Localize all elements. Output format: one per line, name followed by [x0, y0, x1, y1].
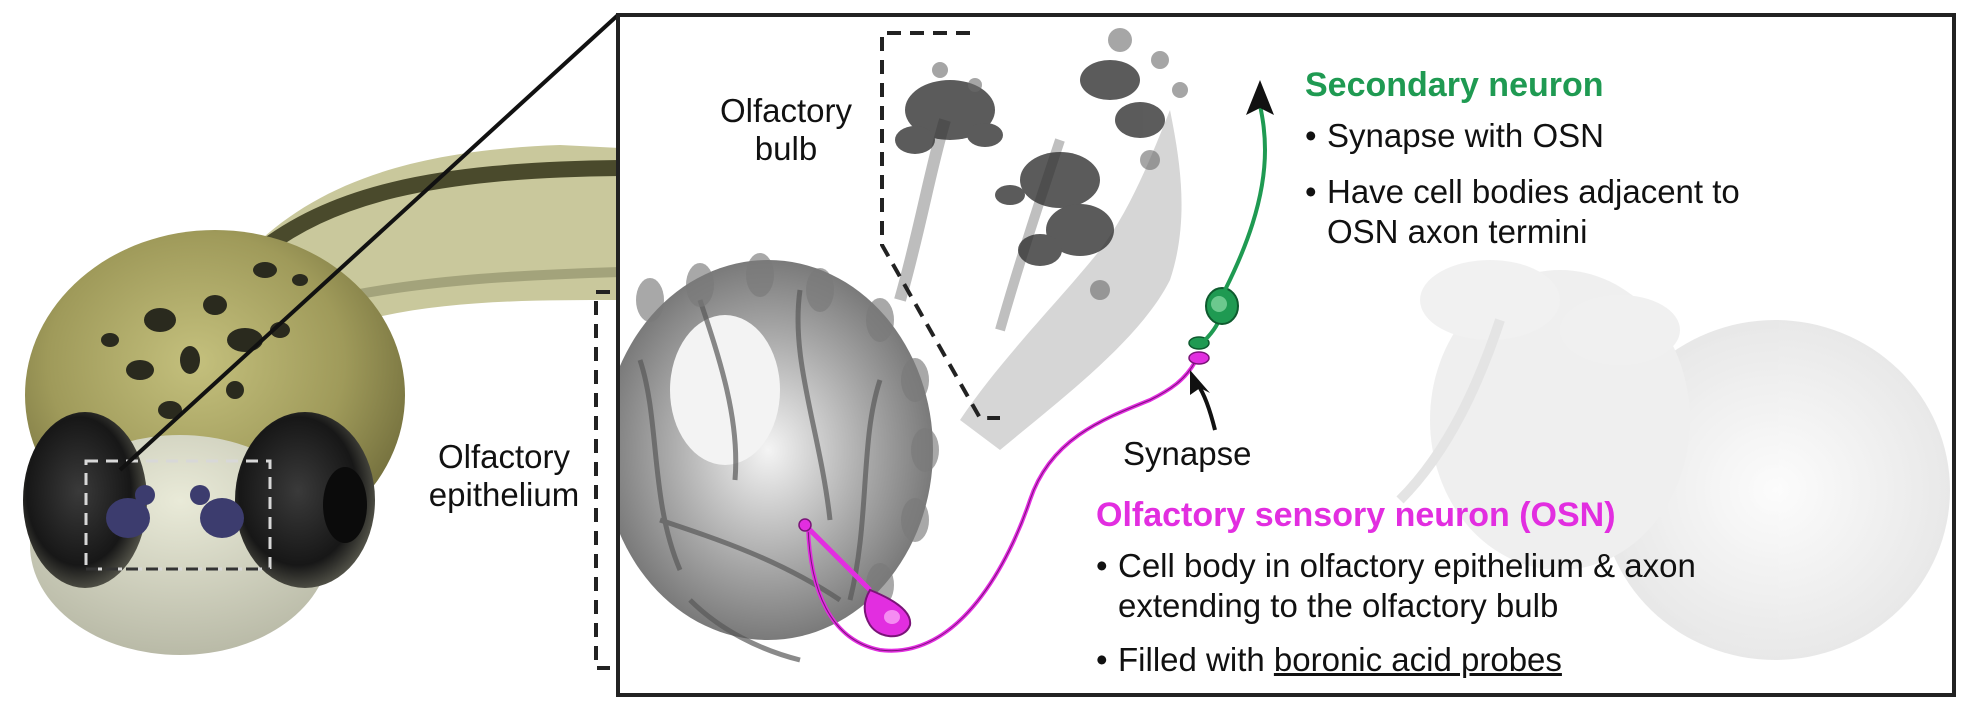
- osn-axon-terminal: [1188, 351, 1210, 365]
- synapse-arrow: [1190, 370, 1217, 431]
- secondary-neuron-bullet-1: •Synapse with OSN: [1305, 117, 1604, 154]
- secondary-neuron-title: Secondary neuron: [1305, 66, 1604, 104]
- osn-apical-process: [803, 523, 872, 592]
- faded-tissue: [1396, 260, 1950, 660]
- olfactory-bulb-label: Olfactory bulb: [719, 92, 853, 167]
- secondary-axon: [1223, 104, 1268, 291]
- secondary-axon-arrowhead: [1246, 80, 1274, 115]
- synapse-label: Synapse: [1123, 435, 1252, 472]
- osn-bullet-2: •Filled with boronic acid probes: [1096, 641, 1562, 678]
- secondary-dendrite-terminal: [1188, 336, 1210, 350]
- microscopy-panel: [618, 15, 1954, 695]
- secondary-neuron-bullet-2: •Have cell bodies adjacent to OSN axon t…: [1305, 173, 1740, 250]
- zoom-connector-line: [118, 13, 620, 472]
- olfactory-epithelium-rosette: [618, 253, 939, 663]
- osn-bullet-1: •Cell body in olfactory epithelium & axo…: [1096, 547, 1696, 624]
- zebrafish-larva-photo: [23, 145, 621, 655]
- olfactory-epithelium-bracket: [594, 290, 610, 670]
- olfactory-epithelium-label: Olfactory epithelium: [428, 438, 580, 513]
- boronic-acid-probes-link[interactable]: boronic acid probes: [1273, 641, 1562, 678]
- fish-notochord: [250, 160, 621, 262]
- osn-neuron: [798, 351, 1210, 653]
- secondary-neuron: [1188, 80, 1274, 350]
- olfactory-bulb-tissue: [894, 28, 1188, 450]
- olfactory-bulb-bracket: [880, 31, 1000, 420]
- osn-title: Olfactory sensory neuron (OSN): [1096, 496, 1616, 534]
- olfactory-pits: [106, 485, 244, 538]
- microscopy-panel-frame: [616, 13, 1956, 697]
